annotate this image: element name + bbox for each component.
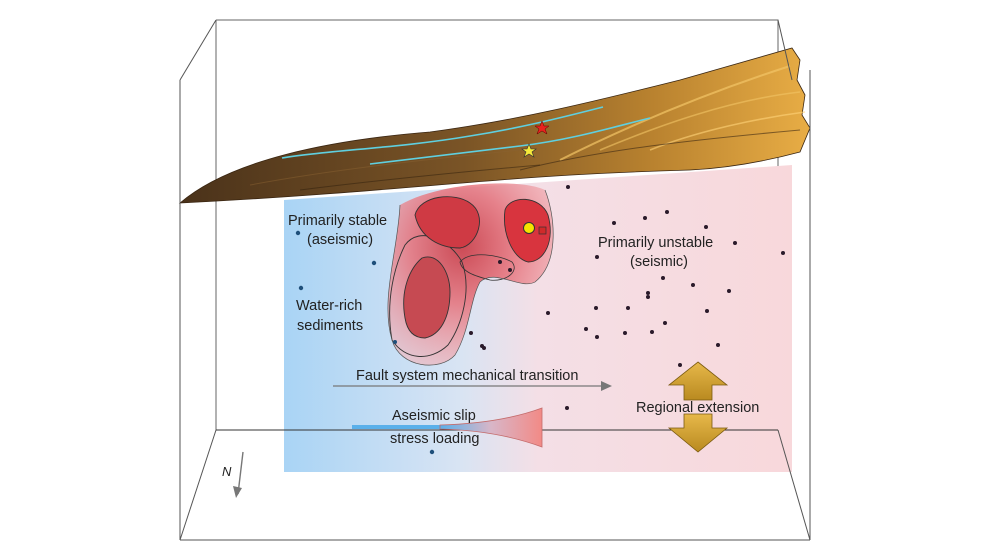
north-label: N	[222, 464, 232, 479]
water-label-line2: sediments	[297, 318, 363, 334]
transition-label: Fault system mechanical transition	[356, 368, 578, 384]
stable-zone-points	[295, 230, 435, 455]
square-marker-icon	[538, 226, 547, 235]
star-icon	[534, 120, 550, 135]
regional-extension-label: Regional extension	[636, 400, 759, 416]
terrain-surface	[178, 47, 811, 204]
box-front-edges	[179, 19, 811, 541]
fault-trace-upper	[281, 106, 604, 159]
star-icon	[521, 143, 537, 158]
stress-loading-label: stress loading	[390, 431, 479, 447]
stable-label-line1: Primarily stable	[288, 213, 387, 229]
aseismic-slip-label: Aseismic slip	[392, 408, 476, 424]
earthquake-points	[469, 185, 785, 410]
unstable-label-line1: Primarily unstable	[598, 235, 713, 251]
north-arrow-icon	[233, 451, 244, 498]
water-label-line1: Water-rich	[296, 298, 362, 314]
aseismic-slip-wedge	[352, 407, 543, 448]
unstable-label-line2: (seismic)	[630, 254, 688, 270]
stable-label-line2: (aseismic)	[307, 232, 373, 248]
regional-extension-arrow	[667, 361, 729, 453]
transition-arrow	[333, 381, 612, 391]
fault-trace-lower	[369, 117, 651, 165]
circle-marker-icon	[523, 222, 535, 234]
